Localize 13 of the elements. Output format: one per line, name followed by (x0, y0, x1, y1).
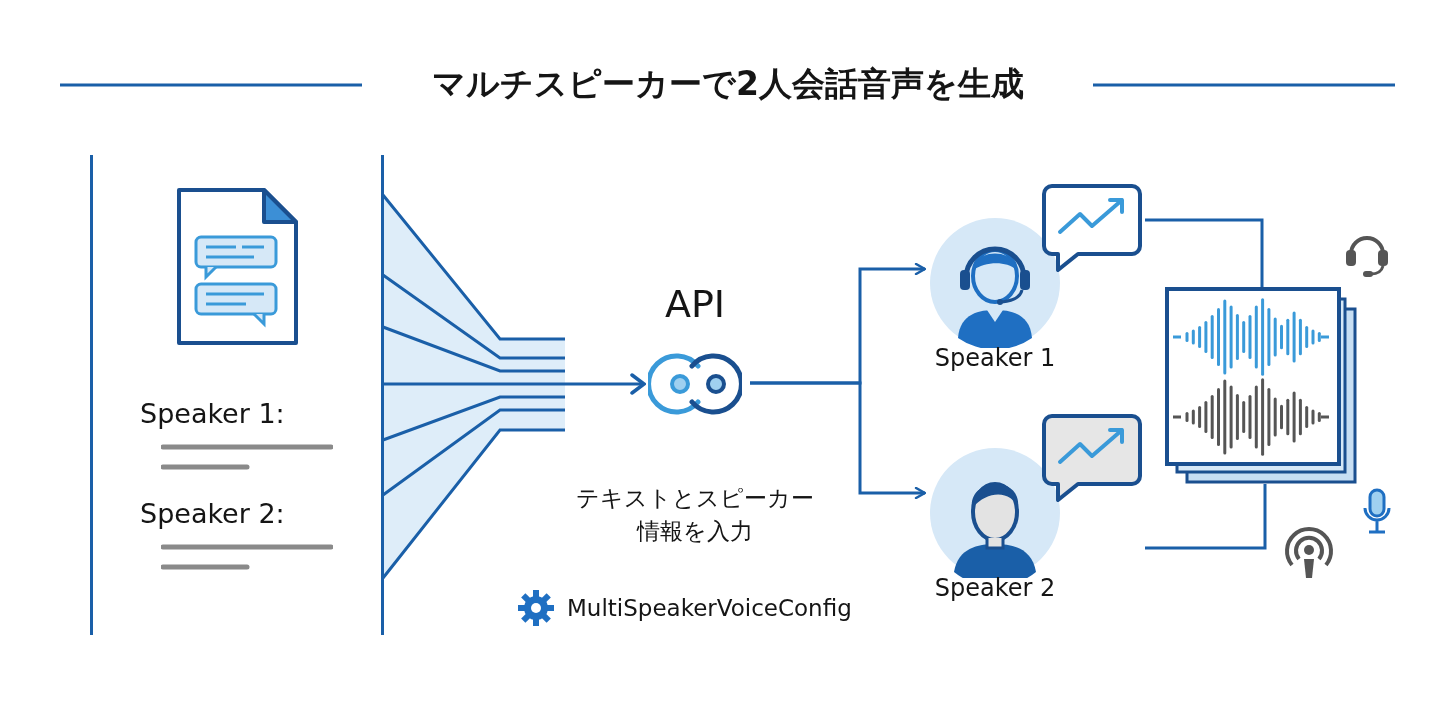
script-panel (90, 155, 384, 635)
arrow (384, 373, 646, 395)
api-label: API (663, 282, 727, 326)
diagram-title: マルチスピーカーで2人会話音声を生成 (431, 63, 1025, 105)
arrow (750, 381, 927, 500)
speaker-name: Speaker 1 (933, 344, 1057, 372)
step-description: テキストとスピーカー情報を入力 (575, 484, 815, 547)
config-label: MultiSpeakerVoiceConfig (567, 595, 852, 621)
speaker-label: Speaker 2: (140, 498, 285, 529)
speaker-name: Speaker 2 (933, 574, 1057, 602)
connector-line (1145, 218, 1264, 287)
speaker-label: Speaker 1: (140, 398, 285, 429)
connector-line (1145, 484, 1267, 550)
